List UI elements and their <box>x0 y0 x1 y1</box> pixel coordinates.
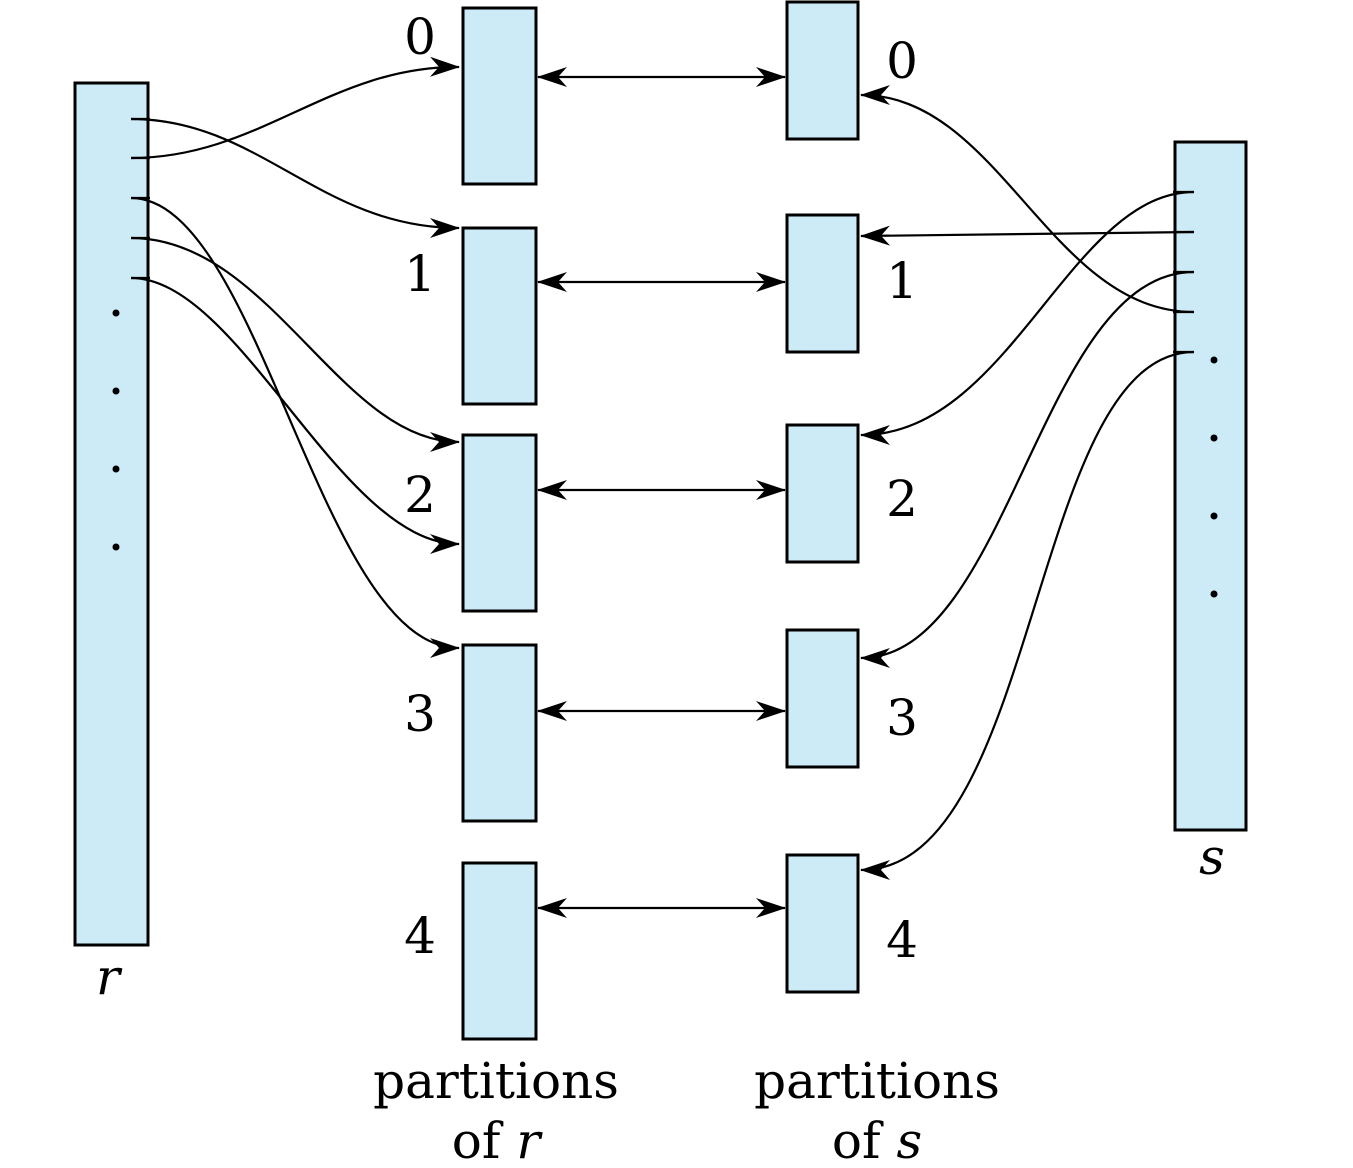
partition-r-0 <box>461 6 538 186</box>
r-arrow-to-p0 <box>130 56 460 160</box>
partition-s-0 <box>785 0 860 141</box>
s-arrow-to-p3 <box>860 270 1195 668</box>
partition-r-label-1: 1 <box>404 245 436 303</box>
partition-r-label-2: 2 <box>404 466 436 524</box>
partition-s-4 <box>785 853 860 994</box>
s-hash-arrows <box>860 85 1195 880</box>
partition-r-label-0: 0 <box>404 8 436 66</box>
relation-r-label: r <box>96 948 123 1006</box>
partition-s-label-1: 1 <box>886 252 918 310</box>
partitions-s-caption-line1: partitions <box>754 1052 1000 1110</box>
relation-s-box <box>1173 140 1248 832</box>
partition-s-label-4: 4 <box>886 911 918 969</box>
s-arrow-to-p4 <box>860 350 1195 880</box>
relation-s-label: s <box>1199 828 1225 886</box>
r-arrow-to-p1 <box>130 117 460 238</box>
partitions-s-caption-var: s <box>896 1112 922 1168</box>
partition-s-3 <box>785 628 860 769</box>
partitions-r-caption-line2: of r <box>452 1112 544 1168</box>
relation-r-ellipsis <box>112 309 120 551</box>
s-arrow-to-p0 <box>860 85 1195 314</box>
partitions-r-caption-line1: partitions <box>373 1052 619 1110</box>
partitions-s-caption-of: of <box>832 1112 884 1168</box>
partition-s-label-0: 0 <box>886 32 918 90</box>
s-arrow-to-p1 <box>860 225 1195 246</box>
partition-r-label-3: 3 <box>404 685 436 743</box>
partition-r-label-4: 4 <box>404 907 436 965</box>
partitions-s-caption-line2: of s <box>832 1112 922 1168</box>
partition-r-4 <box>461 861 538 1041</box>
relation-r-box <box>73 81 150 947</box>
partitions-r-caption-of: of <box>452 1112 504 1168</box>
partition-s-2 <box>785 423 860 564</box>
r-arrow-to-p2a <box>130 236 460 452</box>
partitions-r-caption-var: r <box>516 1112 543 1168</box>
s-arrow-to-p2 <box>860 190 1195 445</box>
partition-r-2 <box>461 433 538 613</box>
partition-join-arrows <box>537 67 786 918</box>
partition-s-label-3: 3 <box>886 689 918 747</box>
partition-s-1 <box>785 213 860 354</box>
partition-s-label-2: 2 <box>886 470 918 528</box>
r-arrow-to-p2b <box>130 276 460 554</box>
r-hash-arrows <box>130 56 460 658</box>
r-arrow-to-p3 <box>130 196 460 658</box>
relation-s-ellipsis <box>1210 356 1218 598</box>
partition-r-3 <box>461 643 538 823</box>
partition-r-1 <box>461 226 538 406</box>
